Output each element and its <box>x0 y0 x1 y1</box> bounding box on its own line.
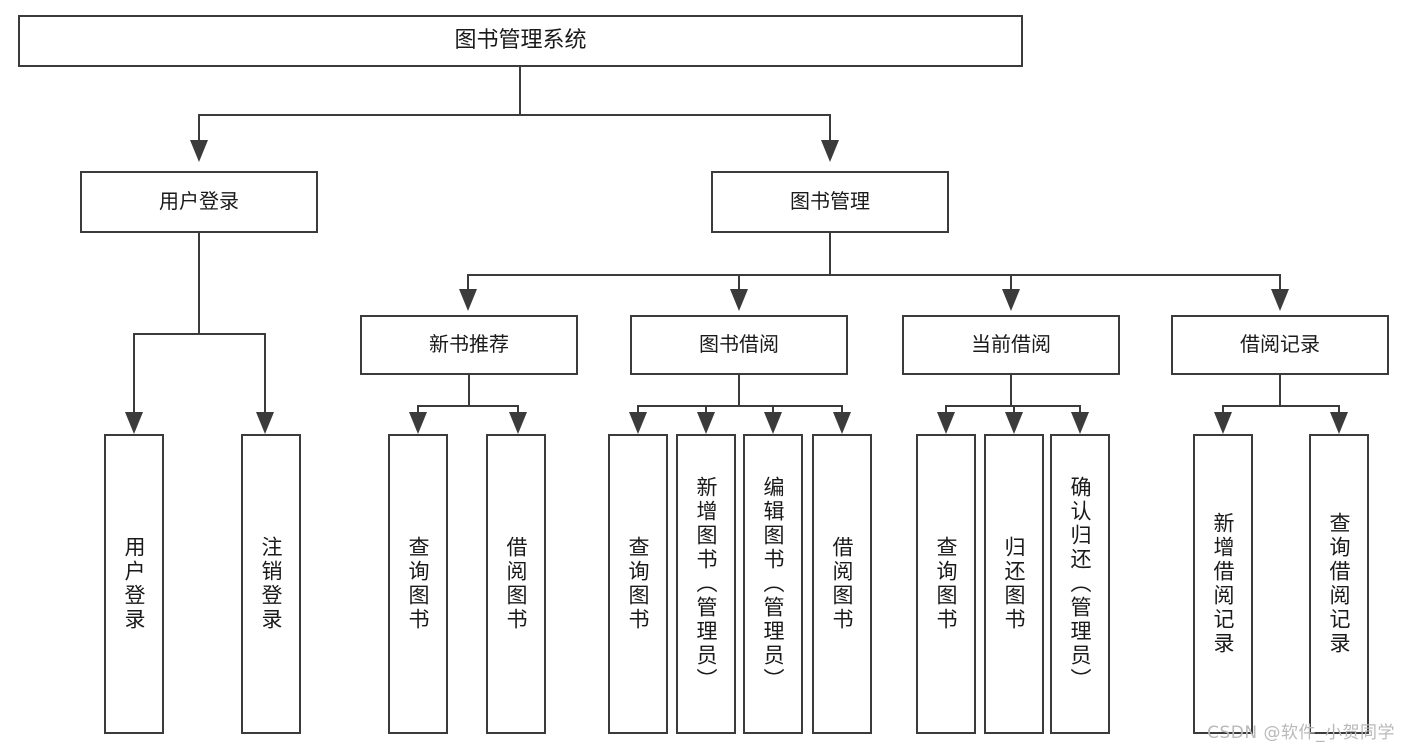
edge-book-manage-bus <box>467 274 1281 276</box>
edge-book-borrow-drop-3 <box>772 405 774 413</box>
node-book-manage[interactable]: 图书管理 <box>711 171 949 233</box>
node-label: 新书推荐 <box>429 332 509 357</box>
node-new-book-recommend[interactable]: 新书推荐 <box>360 315 578 375</box>
leaf-borrow-book-1[interactable]: 借阅图书 <box>486 434 546 734</box>
node-label: 图书管理 <box>790 189 870 214</box>
edge-borrow-record-drop-2 <box>1338 405 1340 413</box>
leaf-add-book[interactable]: 新增图书（管理员） <box>676 434 736 734</box>
leaf-label: 归还图书 <box>1002 536 1027 632</box>
arrowhead-borrow-record-leaf-2 <box>1330 412 1348 434</box>
edge-user-login-drop-2 <box>264 333 266 413</box>
leaf-label: 确认归还（管理员） <box>1068 476 1093 692</box>
node-current-borrow[interactable]: 当前借阅 <box>902 315 1120 375</box>
edge-root-to-book-manage <box>829 114 831 140</box>
edge-root-stem <box>519 67 521 115</box>
leaf-return-book[interactable]: 归还图书 <box>984 434 1044 734</box>
arrowhead-borrow-record-leaf-1 <box>1214 412 1232 434</box>
leaf-label: 编辑图书（管理员） <box>761 476 786 692</box>
arrowhead-user-login-leaf-2 <box>256 412 274 434</box>
edge-new-book-bus <box>417 405 519 407</box>
edge-borrow-record-drop-1 <box>1222 405 1224 413</box>
arrowhead-root-to-book-manage <box>821 140 839 162</box>
edge-book-borrow-drop-2 <box>705 405 707 413</box>
leaf-label: 查询借阅记录 <box>1327 512 1352 656</box>
node-label: 当前借阅 <box>971 332 1051 357</box>
leaf-label: 查询图书 <box>406 536 431 632</box>
edge-user-login-drop-1 <box>133 333 135 413</box>
arrowhead-user-login-leaf-1 <box>125 412 143 434</box>
leaf-label: 查询图书 <box>626 536 651 632</box>
leaf-query-book-2[interactable]: 查询图书 <box>608 434 668 734</box>
leaf-label: 注销登录 <box>259 536 284 632</box>
arrowhead-book-borrow-leaf-1 <box>629 412 647 434</box>
arrowhead-current-borrow-leaf-3 <box>1071 412 1089 434</box>
edge-new-book-stem <box>468 375 470 406</box>
edge-book-borrow-drop-4 <box>841 405 843 413</box>
arrowhead-book-manage-child-4 <box>1271 289 1289 311</box>
arrowhead-current-borrow-leaf-2 <box>1005 412 1023 434</box>
arrowhead-book-borrow-leaf-3 <box>764 412 782 434</box>
edge-book-manage-drop-1 <box>467 274 469 290</box>
leaf-query-record[interactable]: 查询借阅记录 <box>1309 434 1369 734</box>
leaf-label: 借阅图书 <box>504 536 529 632</box>
edge-current-borrow-drop-1 <box>945 405 947 413</box>
arrowhead-new-book-leaf-1 <box>409 412 427 434</box>
arrowhead-current-borrow-leaf-1 <box>937 412 955 434</box>
edge-book-borrow-drop-1 <box>637 405 639 413</box>
node-root-system[interactable]: 图书管理系统 <box>18 15 1023 67</box>
edge-current-borrow-stem <box>1010 375 1012 406</box>
leaf-logout-login[interactable]: 注销登录 <box>241 434 301 734</box>
leaf-query-book-1[interactable]: 查询图书 <box>388 434 448 734</box>
leaf-user-login[interactable]: 用户登录 <box>104 434 164 734</box>
edge-root-to-user-login <box>198 114 200 140</box>
leaf-confirm-return[interactable]: 确认归还（管理员） <box>1050 434 1110 734</box>
csdn-watermark: CSDN @软件_小贺同学 <box>1207 723 1395 743</box>
arrowhead-new-book-leaf-2 <box>509 412 527 434</box>
edge-user-login-stem <box>198 233 200 334</box>
arrowhead-book-manage-child-1 <box>459 289 477 311</box>
edge-book-manage-drop-2 <box>738 274 740 290</box>
edge-borrow-record-stem <box>1279 375 1281 406</box>
leaf-borrow-book-2[interactable]: 借阅图书 <box>812 434 872 734</box>
edge-borrow-record-bus <box>1222 405 1340 407</box>
edge-book-manage-drop-4 <box>1279 274 1281 290</box>
leaf-label: 新增图书（管理员） <box>694 476 719 692</box>
leaf-label: 用户登录 <box>122 536 147 632</box>
edge-book-borrow-stem <box>738 375 740 406</box>
leaf-label: 查询图书 <box>934 536 959 632</box>
node-label: 图书借阅 <box>699 332 779 357</box>
node-label: 图书管理系统 <box>454 28 587 54</box>
edge-user-login-bus <box>133 333 266 335</box>
leaf-label: 借阅图书 <box>830 536 855 632</box>
node-label: 借阅记录 <box>1240 332 1320 357</box>
node-book-borrow[interactable]: 图书借阅 <box>630 315 848 375</box>
arrowhead-book-manage-child-3 <box>1002 289 1020 311</box>
arrowhead-book-borrow-leaf-2 <box>697 412 715 434</box>
edge-book-borrow-bus <box>637 405 843 407</box>
edge-current-borrow-drop-3 <box>1079 405 1081 413</box>
leaf-add-record[interactable]: 新增借阅记录 <box>1193 434 1253 734</box>
node-user-login[interactable]: 用户登录 <box>80 171 318 233</box>
node-borrow-record[interactable]: 借阅记录 <box>1171 315 1389 375</box>
node-label: 用户登录 <box>159 189 239 214</box>
edge-new-book-drop-1 <box>417 405 419 413</box>
leaf-query-book-3[interactable]: 查询图书 <box>916 434 976 734</box>
edge-new-book-drop-2 <box>517 405 519 413</box>
leaf-edit-book[interactable]: 编辑图书（管理员） <box>743 434 803 734</box>
arrowhead-root-to-user-login <box>190 140 208 162</box>
arrowhead-book-borrow-leaf-4 <box>833 412 851 434</box>
arrowhead-book-manage-child-2 <box>730 289 748 311</box>
leaf-label: 新增借阅记录 <box>1211 512 1236 656</box>
edge-root-bus <box>198 114 831 116</box>
edge-book-manage-drop-3 <box>1010 274 1012 290</box>
edge-book-manage-stem <box>829 233 831 275</box>
edge-current-borrow-drop-2 <box>1013 405 1015 413</box>
